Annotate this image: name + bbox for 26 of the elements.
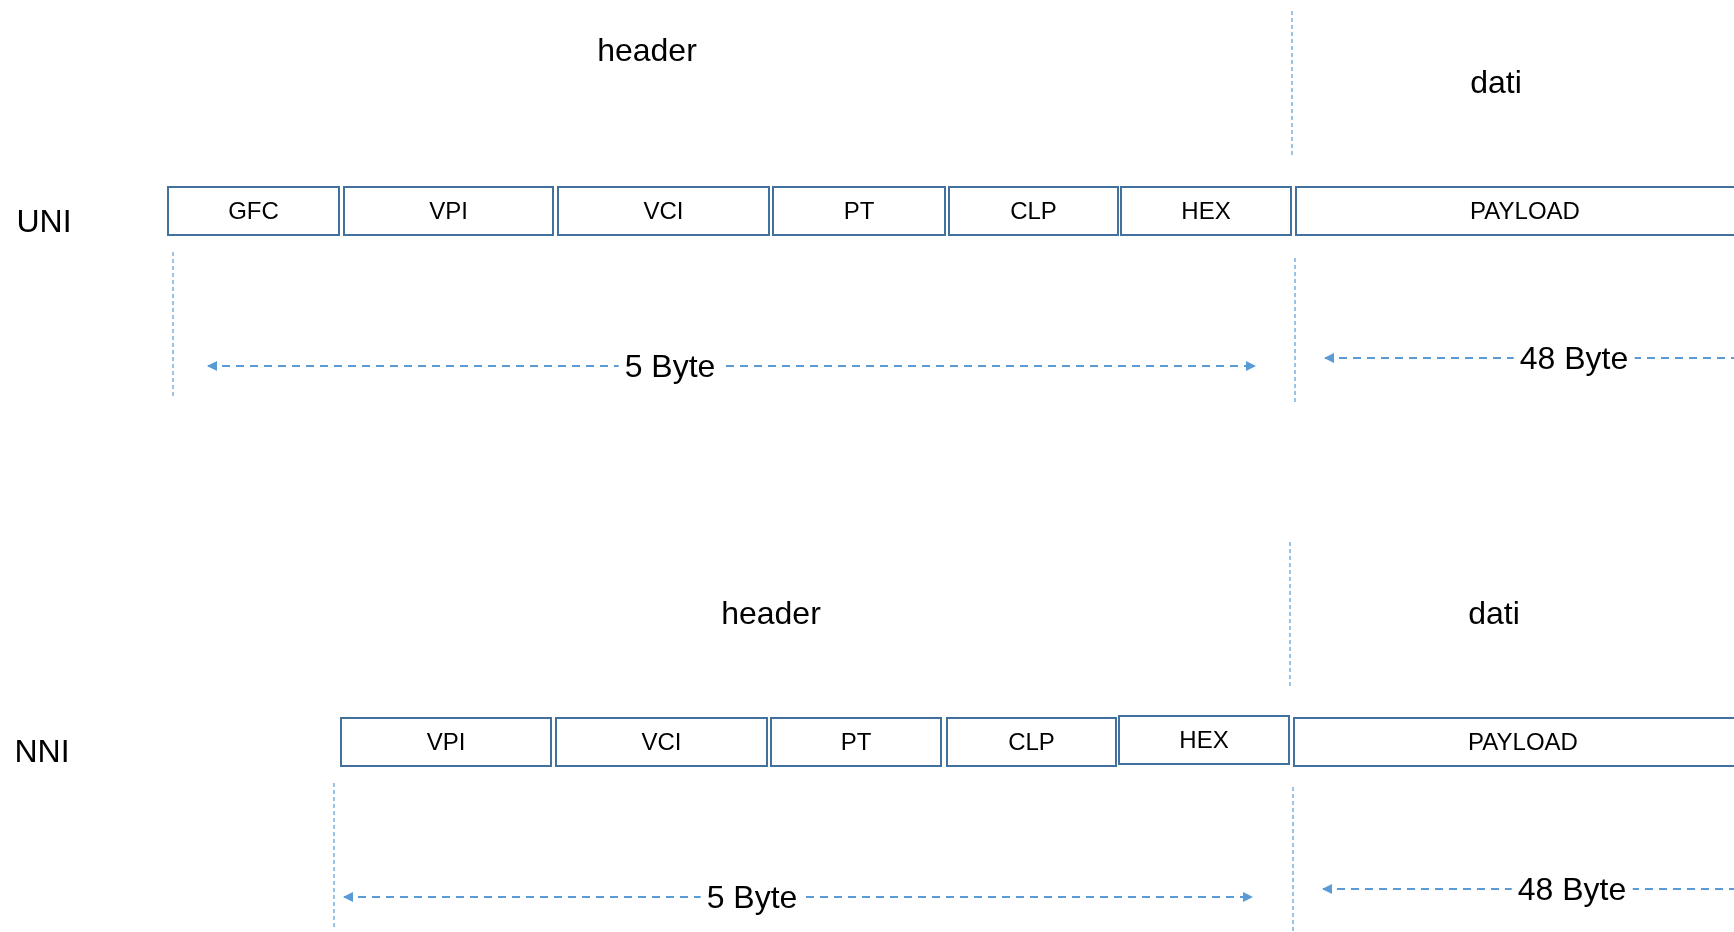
field-box [343, 186, 554, 236]
field-name: VPI [429, 197, 468, 225]
field-name: VPI [426, 728, 466, 756]
field-box [946, 717, 1117, 767]
field-box [948, 186, 1119, 236]
field-box [557, 186, 770, 236]
field-name: PAYLOAD [1470, 197, 1580, 225]
field-box [770, 717, 942, 767]
field-name: PAYLOAD [1468, 728, 1578, 756]
field-box [1120, 186, 1292, 236]
field-name: CLP [1008, 728, 1055, 756]
field-box [1293, 717, 1734, 767]
field-name: CLP [1010, 197, 1057, 225]
field-name: PT [840, 728, 872, 756]
field-box [1118, 715, 1290, 765]
field-name: VCI [643, 197, 684, 225]
field-box [555, 717, 768, 767]
field-box [167, 186, 340, 236]
field-box [1295, 186, 1734, 236]
field-box [340, 717, 552, 767]
field-name: PT [843, 197, 875, 225]
field-box [772, 186, 946, 236]
field-name: VCI [641, 728, 682, 756]
field-name: HEX [1181, 197, 1231, 225]
field-name: HEX [1179, 726, 1229, 754]
field-name: GFC [228, 197, 279, 225]
